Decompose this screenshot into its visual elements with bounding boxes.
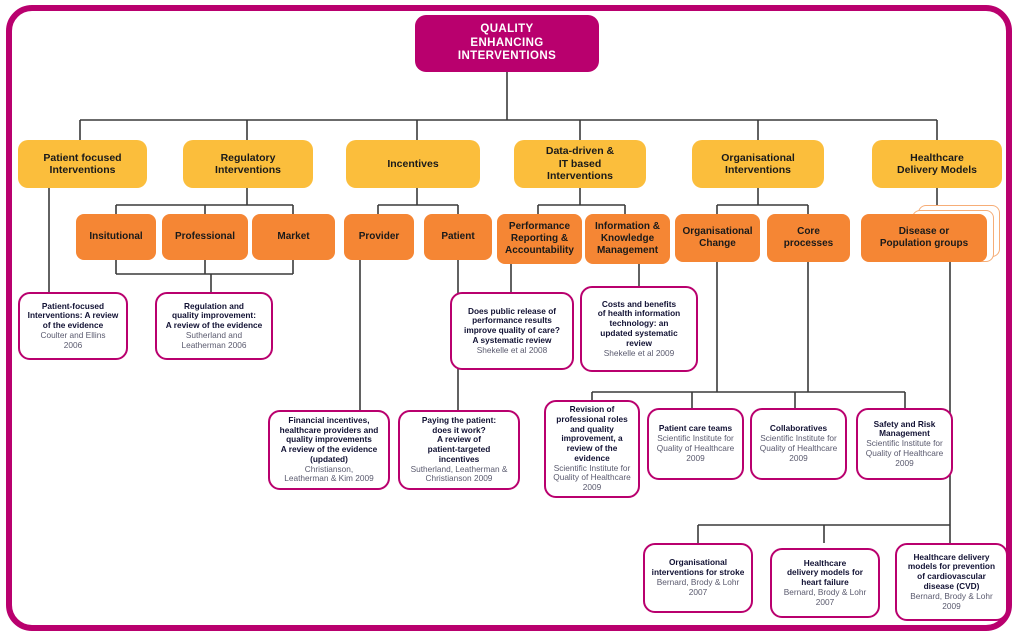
- root-line-3: INTERVENTIONS: [457, 50, 557, 63]
- citation-paying-the-patient[interactable]: Paying the patient:does it work?A review…: [398, 410, 520, 490]
- node-label: Provider: [358, 231, 400, 243]
- node-label: Professional: [174, 231, 236, 243]
- root-line-2: ENHANCING: [470, 36, 544, 49]
- citation-patient-care-teams[interactable]: Patient care teams Scientific Institute …: [647, 408, 744, 480]
- citation-reference: Sutherland, Leatherman &Christianson 200…: [410, 463, 508, 484]
- citation-title: Patient care teams: [658, 423, 733, 434]
- node-professional[interactable]: Professional: [162, 214, 248, 260]
- node-patient[interactable]: Patient: [424, 214, 492, 260]
- node-label: Patient: [441, 231, 475, 243]
- node-provider[interactable]: Provider: [344, 214, 414, 260]
- node-label: Insitutional: [89, 231, 143, 243]
- node-quality-enhancing-interventions[interactable]: QUALITY ENHANCING INTERVENTIONS: [415, 15, 599, 72]
- citation-title: Collaboratives: [769, 423, 828, 434]
- node-label: Incentives: [387, 157, 439, 170]
- node-market[interactable]: Market: [252, 214, 335, 260]
- node-incentives[interactable]: Incentives: [346, 140, 480, 188]
- citation-reference: Christianson,Leatherman & Kim 2009: [284, 463, 374, 484]
- citation-reference: Shekelle et al 2009: [603, 347, 675, 358]
- citation-title: Financial incentives,healthcare provider…: [279, 414, 379, 464]
- citation-reference: Shekelle et al 2008: [476, 344, 548, 355]
- citation-financial-incentives[interactable]: Financial incentives,healthcare provider…: [268, 410, 390, 490]
- root-line-1: QUALITY: [480, 23, 534, 36]
- node-insitutional[interactable]: Insitutional: [76, 214, 156, 260]
- node-label: Market: [277, 231, 310, 243]
- citation-title: Paying the patient:does it work?A review…: [421, 414, 497, 464]
